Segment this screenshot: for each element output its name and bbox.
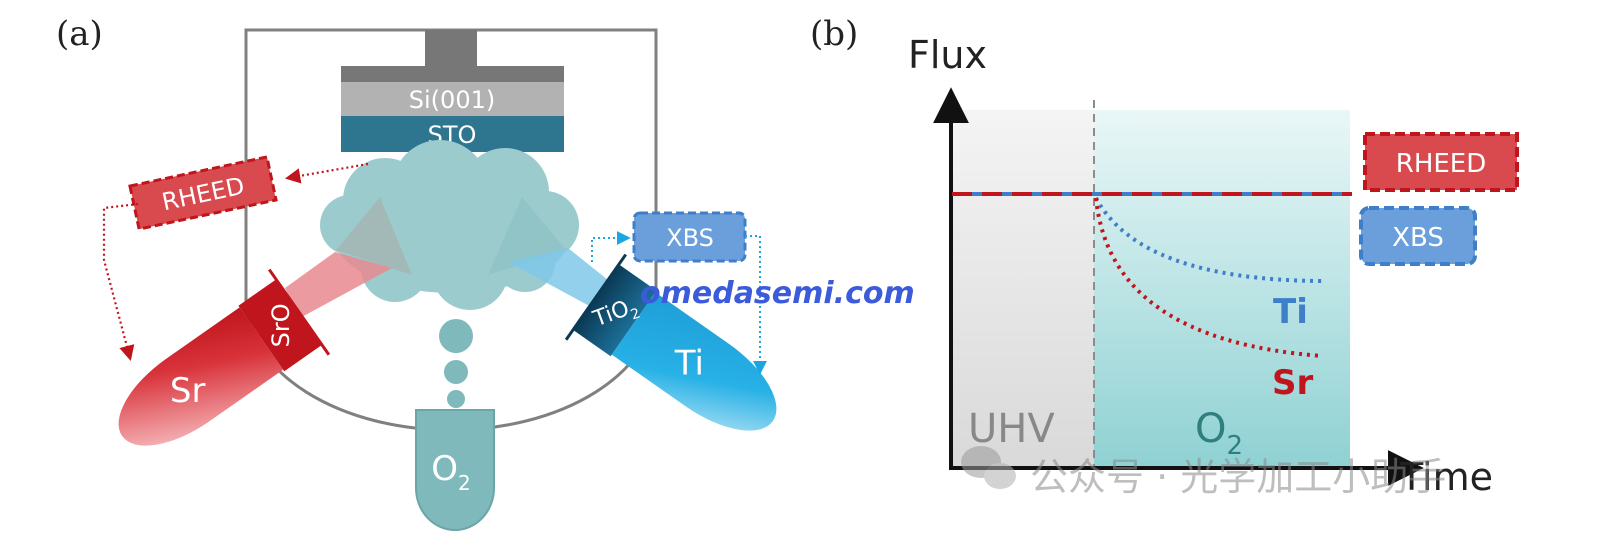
y-axis-label: Flux — [908, 33, 987, 77]
ti-cell: Ti TiO2 — [564, 253, 777, 431]
sr-shutter — [238, 279, 323, 372]
rheed-box-a: RHEED — [128, 155, 278, 231]
wechat-watermark-text: 公众号 · 光学加工小助手 — [1030, 455, 1446, 499]
panel-a-label: (a) — [56, 14, 103, 54]
sr-curve-label: Sr — [1272, 363, 1313, 403]
holder-stem — [425, 30, 477, 68]
si-label: Si(001) — [409, 86, 495, 114]
ti-shutter — [572, 264, 657, 357]
rheed-box-b — [1363, 132, 1519, 192]
xbs-box-b — [1359, 206, 1477, 266]
sr-cell-label: Sr — [170, 371, 206, 411]
holder-plate — [341, 66, 564, 82]
uhv-region — [952, 110, 1094, 468]
wechat-icon — [984, 463, 1016, 489]
rheed-out-arrow — [102, 202, 139, 361]
o2-bubble — [444, 360, 468, 384]
rheed-in-arrow — [284, 162, 369, 184]
uhv-label: UHV — [968, 406, 1055, 452]
o2-source-label: O2 — [431, 449, 471, 495]
sr-beam-cone — [336, 197, 412, 275]
x-axis-label: Time — [1399, 455, 1493, 499]
panel-b-label: (b) — [810, 14, 858, 54]
xbs-out-arrow — [745, 235, 767, 375]
xbs-label-b: XBS — [1392, 223, 1444, 253]
sr-beam — [285, 252, 392, 318]
si-layer — [341, 82, 564, 116]
o2-region — [1094, 110, 1350, 468]
ti-cell-label: Ti — [674, 344, 704, 384]
o2-source — [415, 409, 495, 531]
panel-a: (a) Si(001) STO — [56, 14, 777, 531]
sr-shutter-label: SrO — [267, 303, 295, 347]
wechat-watermark: 公众号 · 光学加工小助手 — [961, 446, 1446, 499]
o2-bubble — [439, 319, 473, 353]
site-watermark: omedasemi.com — [640, 276, 915, 311]
sr-cell: Sr SrO — [118, 268, 331, 446]
o2-region-label: O2 — [1195, 406, 1243, 461]
sr-curve — [1094, 197, 1323, 358]
rheed-label-b: RHEED — [1396, 149, 1487, 179]
ti-curve-label: Ti — [1273, 292, 1308, 332]
o2-bubble — [447, 390, 465, 408]
xbs-label-a: XBS — [666, 224, 714, 252]
panel-b: (b) Flux Time UHV O2 Ti Sr RHEED XBS — [810, 14, 1519, 499]
